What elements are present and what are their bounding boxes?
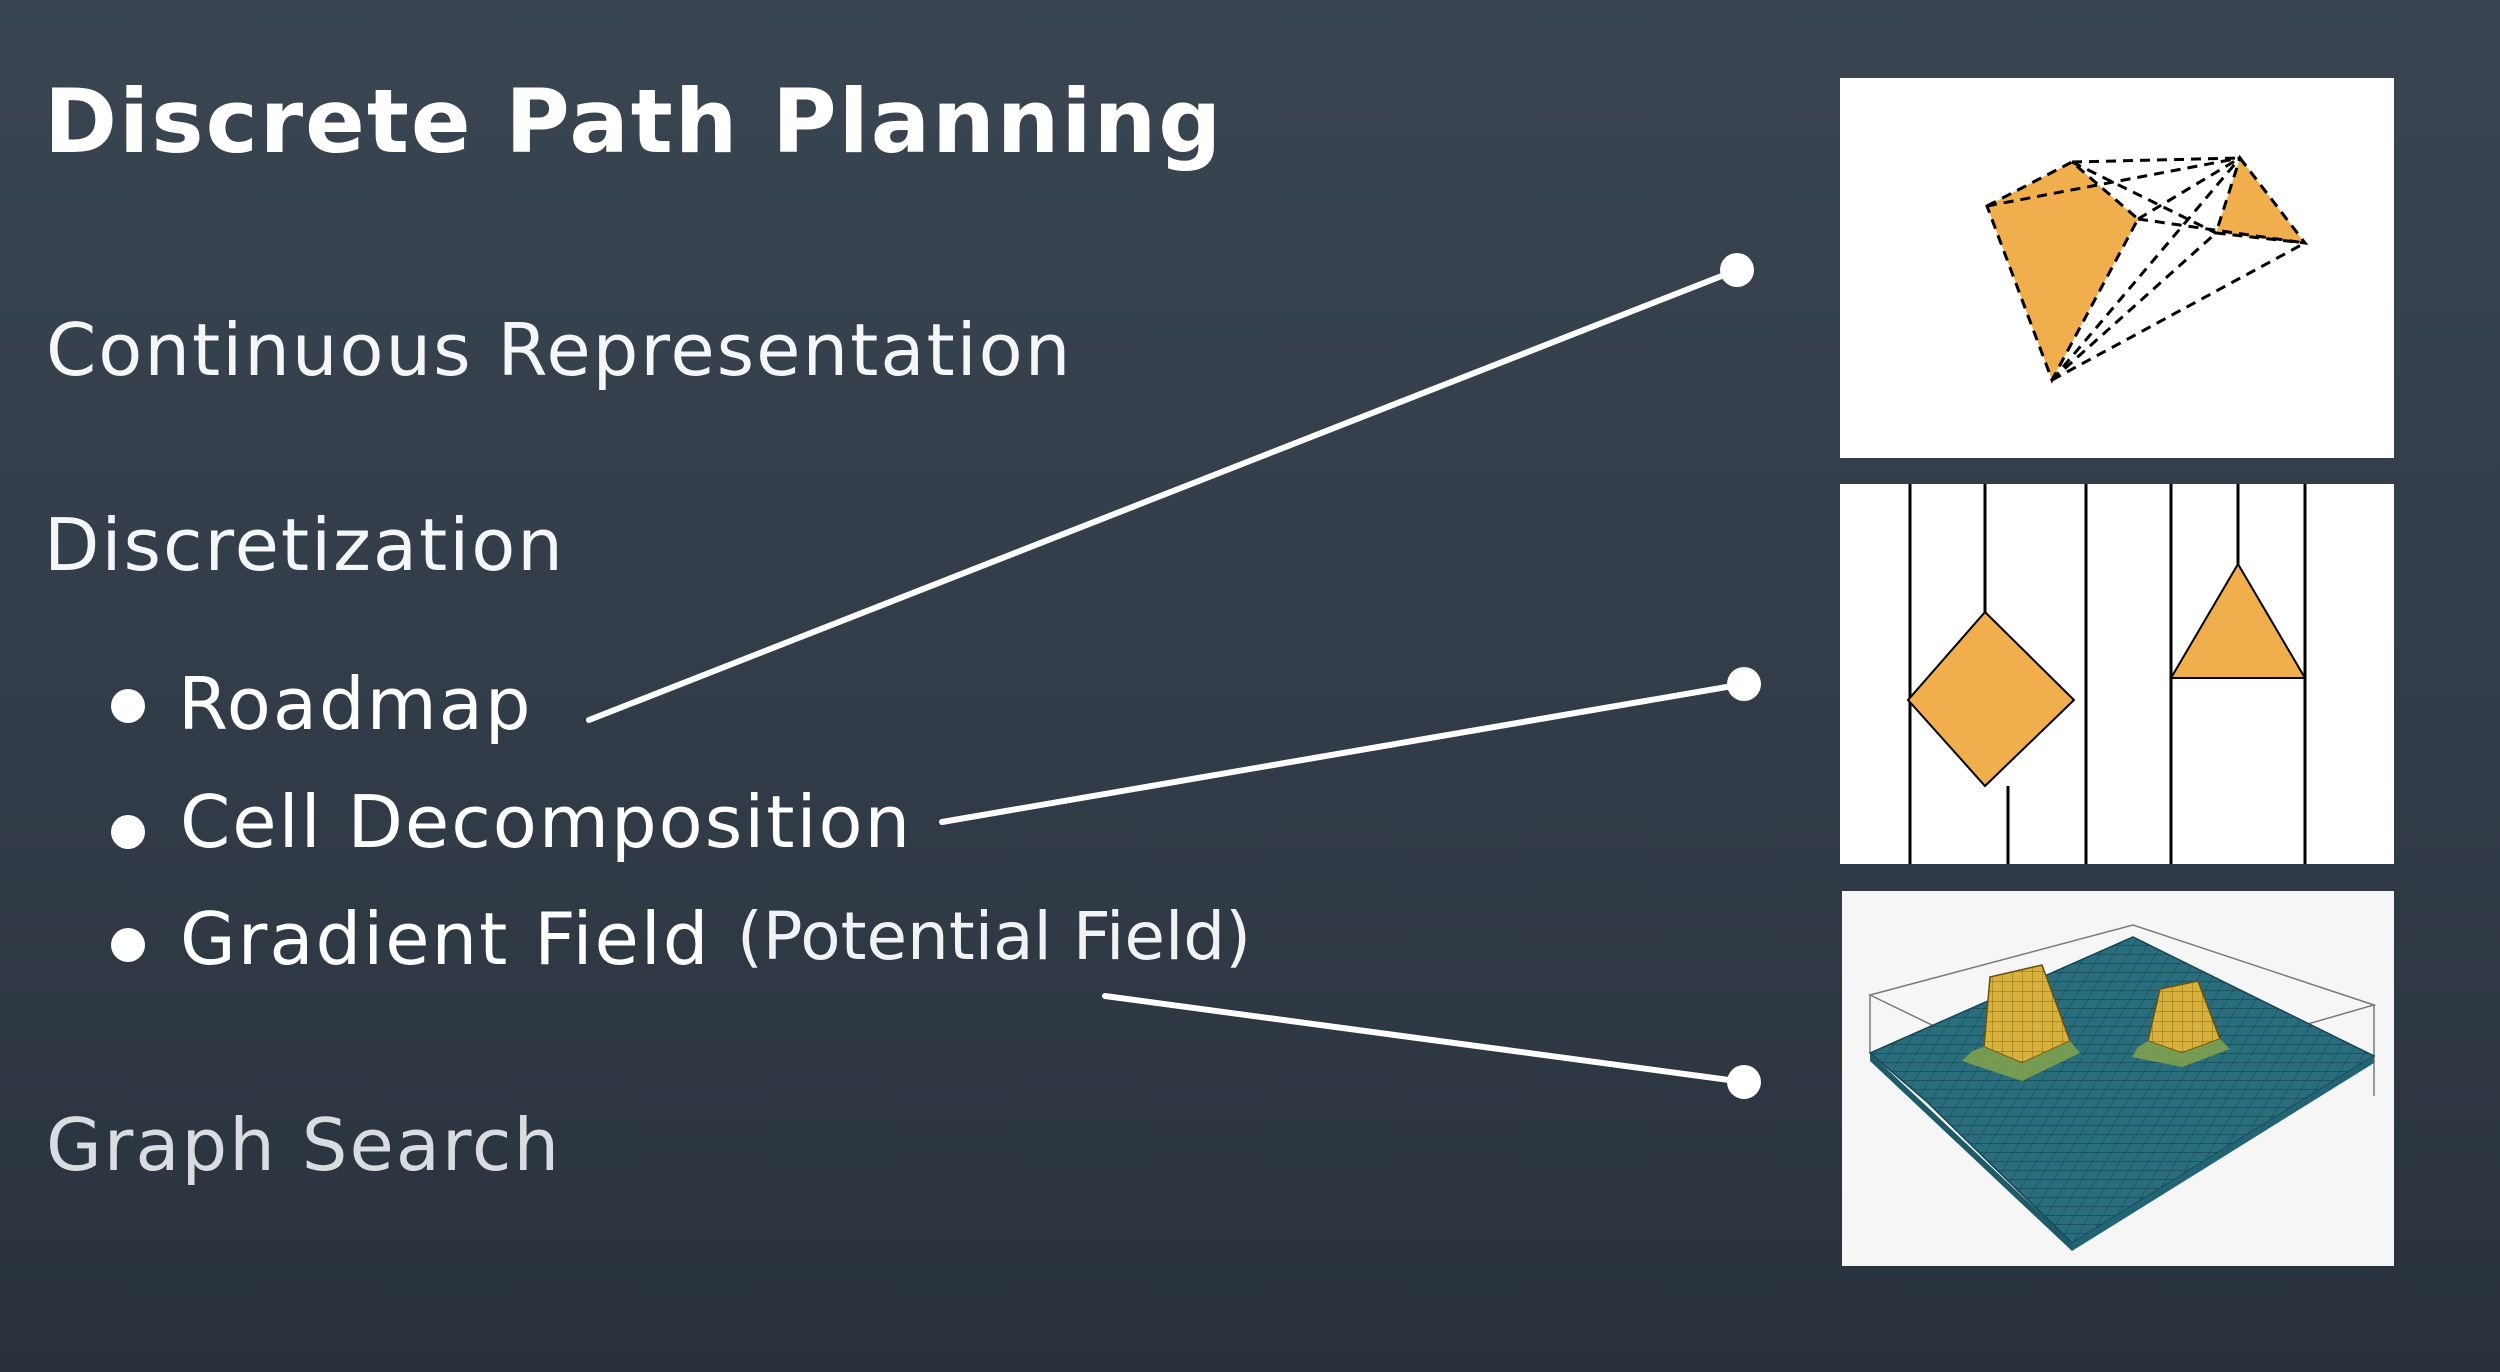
- section-graph-search: Graph Search: [46, 1103, 562, 1187]
- item-cell-decomposition: Cell Decomposition: [180, 780, 913, 864]
- bullet-dot-icon: [111, 928, 145, 962]
- potential-field-surface-panel: [1842, 891, 2394, 1266]
- surface-front-left: [1870, 1053, 2072, 1251]
- diamond-obstacle: [1906, 610, 2076, 788]
- cell-decomposition-diagram-panel: [1840, 484, 2394, 864]
- surface-mesh: [1868, 936, 2376, 1244]
- connector-end-dot-icon: [1727, 667, 1761, 701]
- triangle-obstacle: [2169, 562, 2307, 679]
- cell-boundaries: [1908, 484, 2307, 864]
- item-roadmap: Roadmap: [178, 662, 533, 746]
- connector-gradient-field: [1102, 993, 1747, 1085]
- section-discretization: Discretization: [44, 503, 565, 587]
- surface-front-right: [2072, 1056, 2374, 1251]
- bullet-dot-icon: [111, 815, 145, 849]
- roadmap-diagram: [1985, 154, 2309, 384]
- potential-peak-left-base: [1962, 1041, 2080, 1081]
- potential-peak-right-base: [2132, 1039, 2230, 1067]
- connector-end-dot-icon: [1727, 1065, 1761, 1099]
- diamond-obstacle: [1987, 162, 2138, 380]
- cell-decomposition-diagram: [1906, 484, 2307, 864]
- roadmap-diagram-panel: [1840, 78, 2394, 458]
- connector-cell-decomposition: [939, 681, 1747, 825]
- connector-end-dot-icon: [1720, 253, 1754, 287]
- section-continuous-representation: Continuous Representation: [46, 308, 1073, 392]
- item-gradient-field: Gradient Field: [180, 897, 711, 981]
- slide-title: Discrete Path Planning: [44, 70, 1224, 173]
- item-gradient-field-note: (Potential Field): [737, 898, 1251, 975]
- bullet-dot-icon: [111, 689, 145, 723]
- triangle-obstacle: [2216, 158, 2305, 243]
- roadmap-edges: [1985, 154, 2309, 384]
- potential-field-surface: [1867, 924, 2377, 1251]
